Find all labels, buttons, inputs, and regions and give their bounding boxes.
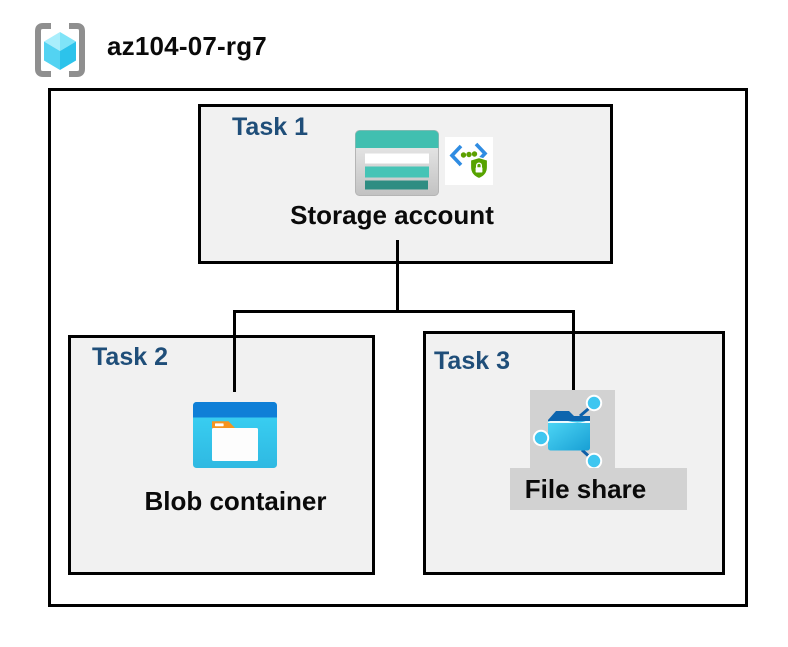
task1-label: Task 1 [232,113,308,141]
connector-horizontal [233,310,575,313]
storage-account-icon [355,130,439,196]
blob-container-icon [193,402,277,468]
file-share-label-band: File share [510,468,687,510]
file-share-icon [532,394,603,468]
blob-container-label: Blob container [144,486,327,516]
connector-to-file-share [572,310,575,390]
file-share-icon-background [530,390,615,468]
file-share-label: File share [524,474,647,504]
resource-group-icon [35,23,85,77]
storage-account-label: Storage account [290,200,494,230]
task2-label: Task 2 [92,343,168,371]
task3-label: Task 3 [434,347,510,375]
connector-to-blob-container [233,310,236,392]
resource-group-name: az104-07-rg7 [107,31,267,61]
task3-box: Task 3 File share [423,331,725,575]
task2-box: Task 2 Blob container [68,335,375,575]
task1-box: Task 1 Storage account [198,104,613,264]
connector-storage-stem [396,240,399,312]
shared-access-signature-icon [445,137,493,185]
